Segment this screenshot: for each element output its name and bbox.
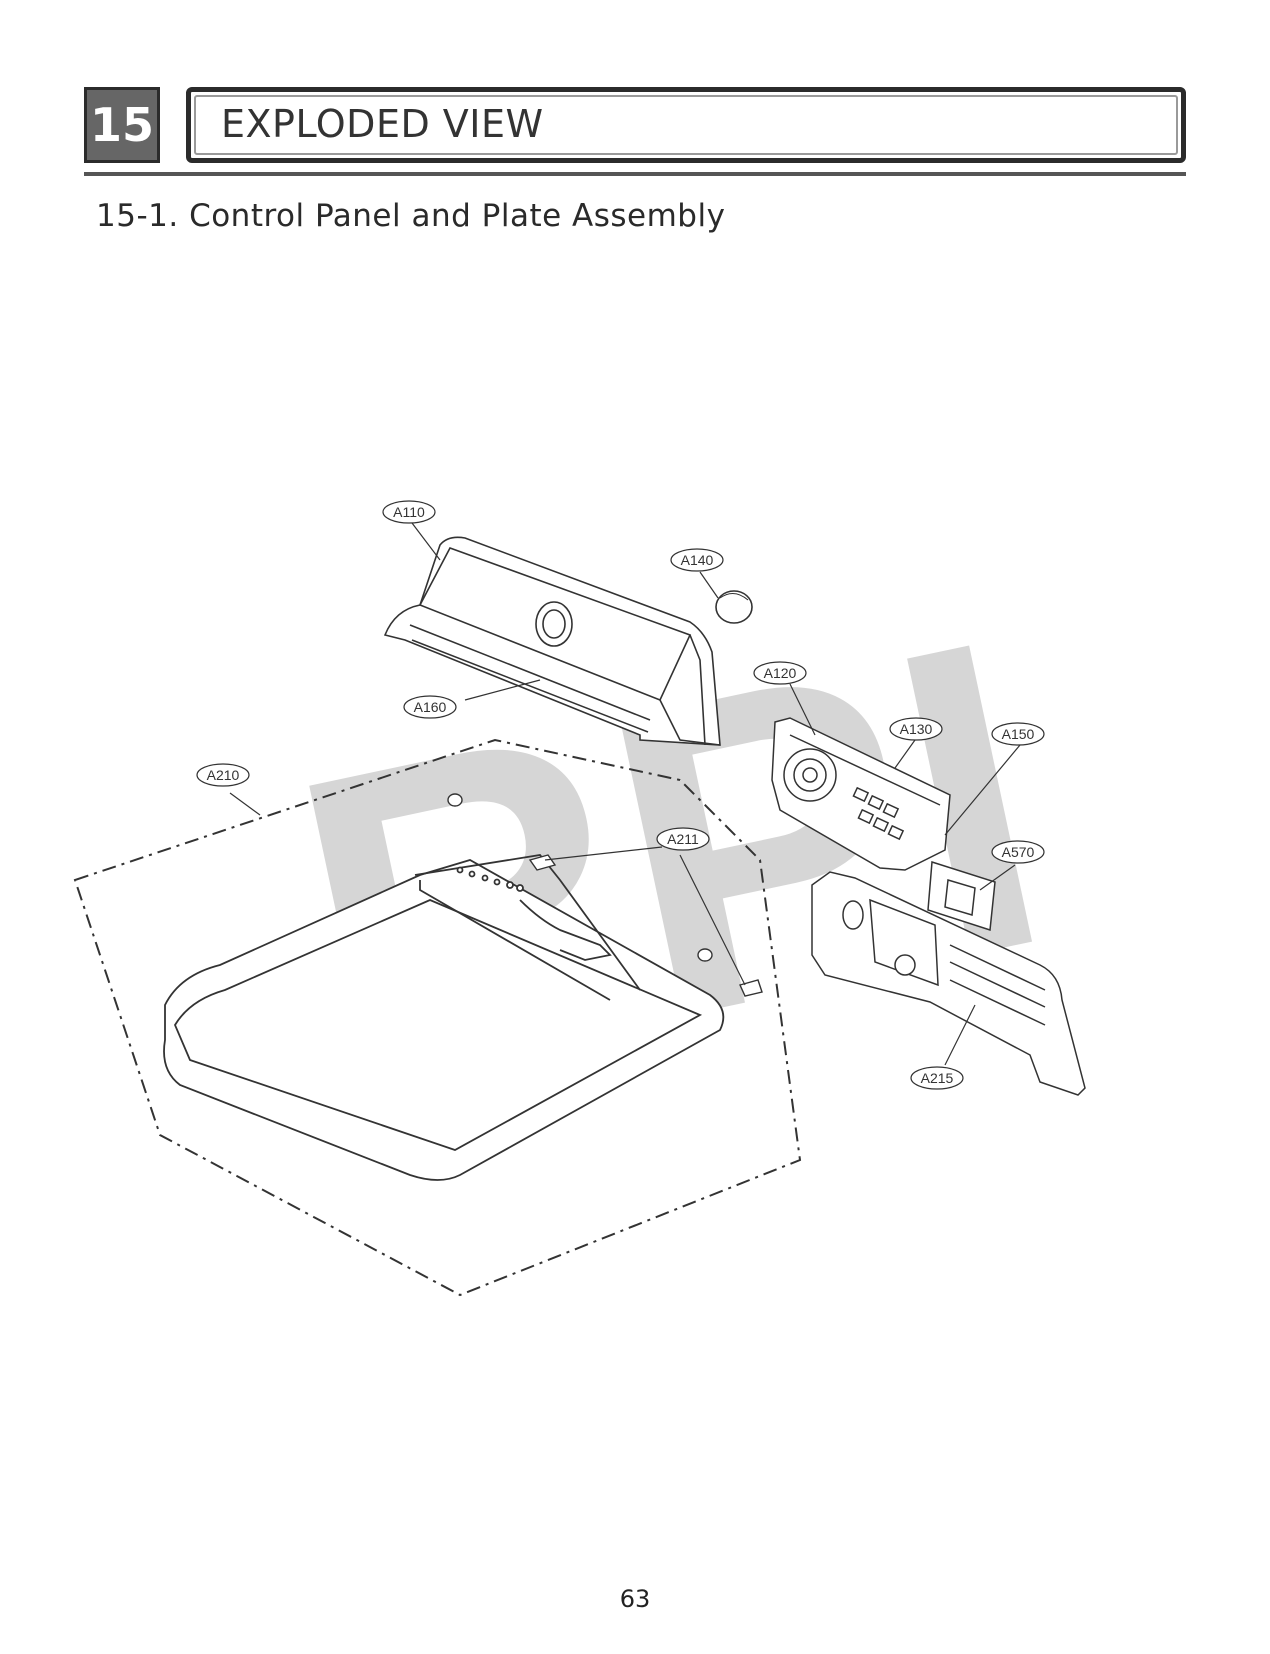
control-panel-part bbox=[383, 536, 721, 746]
callout-a150-label: A150 bbox=[1002, 726, 1035, 742]
callout-a140: A140 bbox=[670, 548, 724, 572]
small-plate-part bbox=[927, 861, 996, 931]
assembly-boundary bbox=[73, 738, 802, 1297]
page-number: 63 bbox=[619, 1585, 651, 1613]
section-subtitle: 15-1. Control Panel and Plate Assembly bbox=[96, 198, 726, 234]
pcb-assembly-part bbox=[771, 717, 951, 871]
callout-a120-label: A120 bbox=[764, 665, 797, 681]
callout-a130: A130 bbox=[889, 717, 943, 741]
leader-lines bbox=[229, 522, 1021, 1066]
callout-a210: A210 bbox=[196, 763, 250, 787]
callout-a570: A570 bbox=[991, 840, 1045, 864]
callout-a570-label: A570 bbox=[1002, 844, 1035, 860]
callout-a110-label: A110 bbox=[393, 504, 425, 520]
page-header: 15 EXPLODED VIEW 15-1. Control Panel and… bbox=[0, 0, 1270, 234]
callout-a211-label: A211 bbox=[667, 831, 699, 847]
callout-a160: A160 bbox=[403, 695, 457, 719]
callout-a130-label: A130 bbox=[900, 721, 933, 737]
title-box: EXPLODED VIEW bbox=[186, 87, 1186, 163]
fastener-parts bbox=[447, 793, 763, 997]
callout-a215-label: A215 bbox=[921, 1070, 954, 1086]
header-rule bbox=[84, 172, 1186, 176]
callout-a210-label: A210 bbox=[207, 767, 240, 783]
page-title: EXPLODED VIEW bbox=[221, 102, 544, 146]
callout-a140-label: A140 bbox=[681, 552, 714, 568]
rear-bracket-part bbox=[811, 871, 1086, 1096]
callout-a211: A211 bbox=[656, 827, 710, 851]
callout-a120: A120 bbox=[753, 661, 807, 685]
knob-part bbox=[715, 590, 753, 624]
top-plate-part bbox=[163, 854, 725, 1181]
section-number-badge: 15 bbox=[84, 87, 160, 163]
callout-a110: A110 bbox=[382, 500, 436, 524]
callout-a160-label: A160 bbox=[414, 699, 447, 715]
callout-a215: A215 bbox=[910, 1066, 964, 1090]
callout-a150: A150 bbox=[991, 722, 1045, 746]
